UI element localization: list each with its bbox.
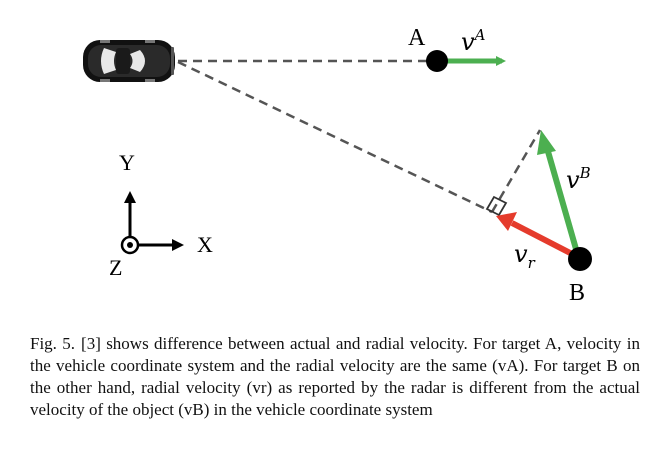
target-a	[426, 50, 448, 72]
velocity-diagram: A vA B vB vr Y X Z	[83, 25, 592, 306]
radial-velocity-label: vr	[514, 240, 536, 272]
perpendicular-line	[490, 129, 542, 213]
axis-z-label: Z	[109, 255, 122, 280]
target-a-label: A	[408, 25, 426, 51]
caption-label: Fig. 5.	[30, 334, 76, 353]
caption-text: [3] shows difference between actual and …	[30, 334, 641, 419]
radial-velocity-arrow	[510, 220, 580, 260]
velocity-a-label: vA	[461, 26, 486, 56]
right-angle-marker	[485, 195, 508, 217]
line-of-sight-b	[177, 60, 493, 214]
target-b	[568, 247, 592, 271]
velocity-b-label: vB	[566, 164, 591, 194]
target-b-label: B	[569, 280, 585, 306]
velocity-b-arrow	[544, 147, 581, 257]
vehicle-icon	[83, 40, 175, 82]
axis-x-label: X	[197, 232, 213, 257]
axis-y-label: Y	[119, 150, 135, 175]
coordinate-axes: Y X Z	[109, 150, 213, 280]
velocity-b-arrowhead	[537, 130, 556, 155]
radial-velocity-arrowhead	[496, 212, 517, 231]
figure-caption: Fig. 5.[3] shows difference between actu…	[30, 333, 640, 421]
